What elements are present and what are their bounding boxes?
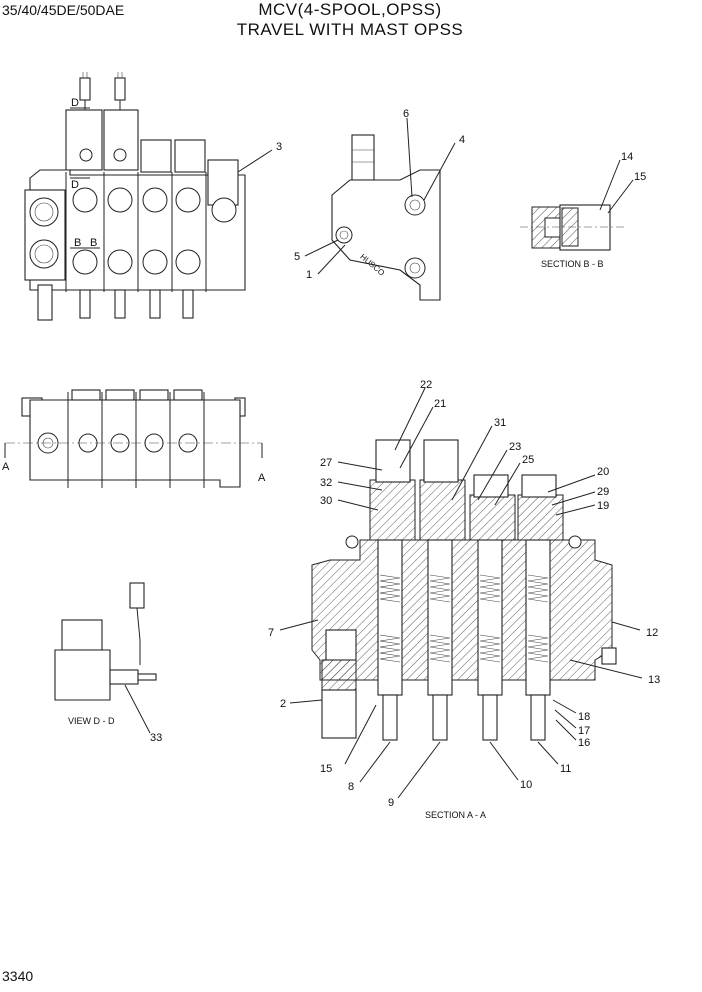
valve-top-view bbox=[4, 389, 263, 488]
callout-27: 29 bbox=[597, 486, 609, 498]
callout-6: 6 bbox=[403, 108, 409, 120]
callout-33: 33 bbox=[150, 732, 162, 744]
callout-4: 4 bbox=[459, 134, 465, 146]
callout-21: 19 bbox=[597, 500, 609, 512]
callout-28: 23 bbox=[509, 441, 521, 453]
page-number: 3340 bbox=[2, 968, 34, 984]
callout-10: 10 bbox=[520, 779, 532, 791]
callout-22: 21 bbox=[434, 398, 446, 410]
callout-9: 9 bbox=[388, 797, 394, 809]
model-designation: 35/40/45DE/50DAE bbox=[2, 2, 125, 18]
section-mark-a-right: A bbox=[258, 472, 266, 484]
callout-14: 14 bbox=[621, 151, 633, 163]
callout-15: 15 bbox=[634, 171, 646, 183]
valve-side-view bbox=[331, 134, 441, 301]
section-aa-drawing bbox=[311, 439, 617, 741]
section-aa-caption: SECTION A - A bbox=[425, 810, 486, 820]
callout-11: 11 bbox=[560, 763, 571, 775]
section-mark-d-bottom: D bbox=[71, 179, 79, 191]
valve-front-view bbox=[24, 72, 246, 321]
callout-5: 5 bbox=[294, 251, 300, 263]
view-dd-caption: VIEW D - D bbox=[68, 716, 115, 726]
section-mark-b-right: B bbox=[90, 237, 97, 249]
callout-30: 30 bbox=[320, 495, 332, 507]
callout-20: 20 bbox=[597, 466, 609, 478]
diagram-subtitle: TRAVEL WITH MAST OPSS bbox=[236, 20, 464, 39]
callout-1: 1 bbox=[306, 269, 312, 281]
section-bb-caption: SECTION B - B bbox=[541, 259, 604, 269]
callout-25: 27 bbox=[320, 457, 332, 469]
callout-17: 16 bbox=[578, 737, 590, 749]
callout-3: 3 bbox=[276, 141, 282, 153]
callout-29: 25 bbox=[522, 454, 534, 466]
section-mark-b-left: B bbox=[74, 237, 81, 249]
section-mark-a-left: A bbox=[2, 461, 10, 473]
callout-31: 31 bbox=[494, 417, 506, 429]
view-dd-drawing bbox=[54, 582, 157, 701]
section-bb-drawing bbox=[520, 204, 625, 251]
callout-19: 18 bbox=[578, 711, 590, 723]
section-mark-d-top: D bbox=[71, 97, 79, 109]
callout-7: 7 bbox=[268, 627, 274, 639]
callout-12: 12 bbox=[646, 627, 658, 639]
callout-2: 2 bbox=[280, 698, 286, 710]
callout-13: 13 bbox=[648, 674, 660, 686]
callout-32: 32 bbox=[320, 477, 332, 489]
diagram-title: MCV(4-SPOOL,OPSS) bbox=[258, 0, 442, 19]
callout-18: 17 bbox=[578, 725, 590, 737]
callout-16: 15 bbox=[320, 763, 332, 775]
callout-23: 22 bbox=[420, 379, 432, 391]
callout-8: 8 bbox=[348, 781, 354, 793]
